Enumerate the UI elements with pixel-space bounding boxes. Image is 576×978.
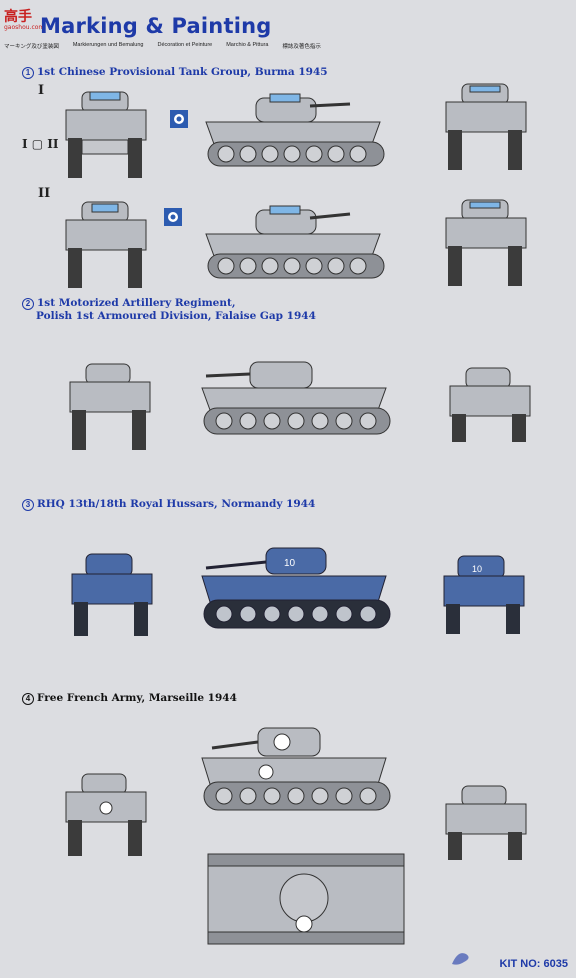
variant-II-label: II [38, 186, 51, 201]
lang-de: Markierungen und Bemalung [72, 42, 144, 48]
svg-text:10: 10 [284, 558, 296, 569]
tank-rear-view-2 [449, 367, 531, 442]
roundel-insignia-b [164, 208, 182, 226]
tank-side-view-1a [205, 93, 385, 167]
logo-text: 高手 [4, 9, 32, 25]
roundel-insignia-a [170, 110, 188, 128]
tank-side-view-2 [201, 361, 391, 435]
tank-front-view-1a [65, 91, 147, 178]
tank-side-view-3: 10 [201, 547, 391, 629]
section-4-number: 4 [22, 693, 34, 705]
tank-rear-view-3: 10 [443, 555, 525, 634]
page-title: Marking & Painting [40, 14, 272, 38]
lang-fr: Décoration et Peinture [157, 42, 213, 48]
section-1-number: 1 [22, 67, 34, 79]
tank-front-view-4 [65, 773, 147, 856]
variant-I-label: I [38, 83, 45, 98]
tank-rear-view-1a [445, 83, 527, 170]
tank-front-view-3 [71, 553, 153, 636]
tank-top-view-4 [207, 853, 405, 945]
language-list: マーキング及び塗装図 Markierungen und Bemalung Déc… [4, 42, 574, 50]
section-2-number: 2 [22, 298, 34, 310]
variant-marker: I ▢ II [22, 137, 59, 151]
tank-front-view-1b [65, 201, 147, 288]
tank-side-view-4 [201, 727, 391, 811]
lang-cn: 標誌及著色指示 [282, 44, 321, 50]
lang-it: Marchio & Pittura [226, 42, 269, 48]
svg-text:10: 10 [472, 564, 482, 574]
tank-side-view-1b [205, 205, 385, 279]
kit-number: KIT NO: 6035 [499, 958, 568, 970]
logo-subtext: gaoshou.com [4, 24, 45, 31]
tank-rear-view-4 [445, 785, 527, 860]
tank-rear-view-1b [445, 199, 527, 286]
section-3-number: 3 [22, 499, 34, 511]
lang-jp: マーキング及び塗装図 [4, 44, 59, 50]
tank-front-view-2 [69, 363, 151, 450]
dragon-logo-icon [452, 953, 469, 965]
